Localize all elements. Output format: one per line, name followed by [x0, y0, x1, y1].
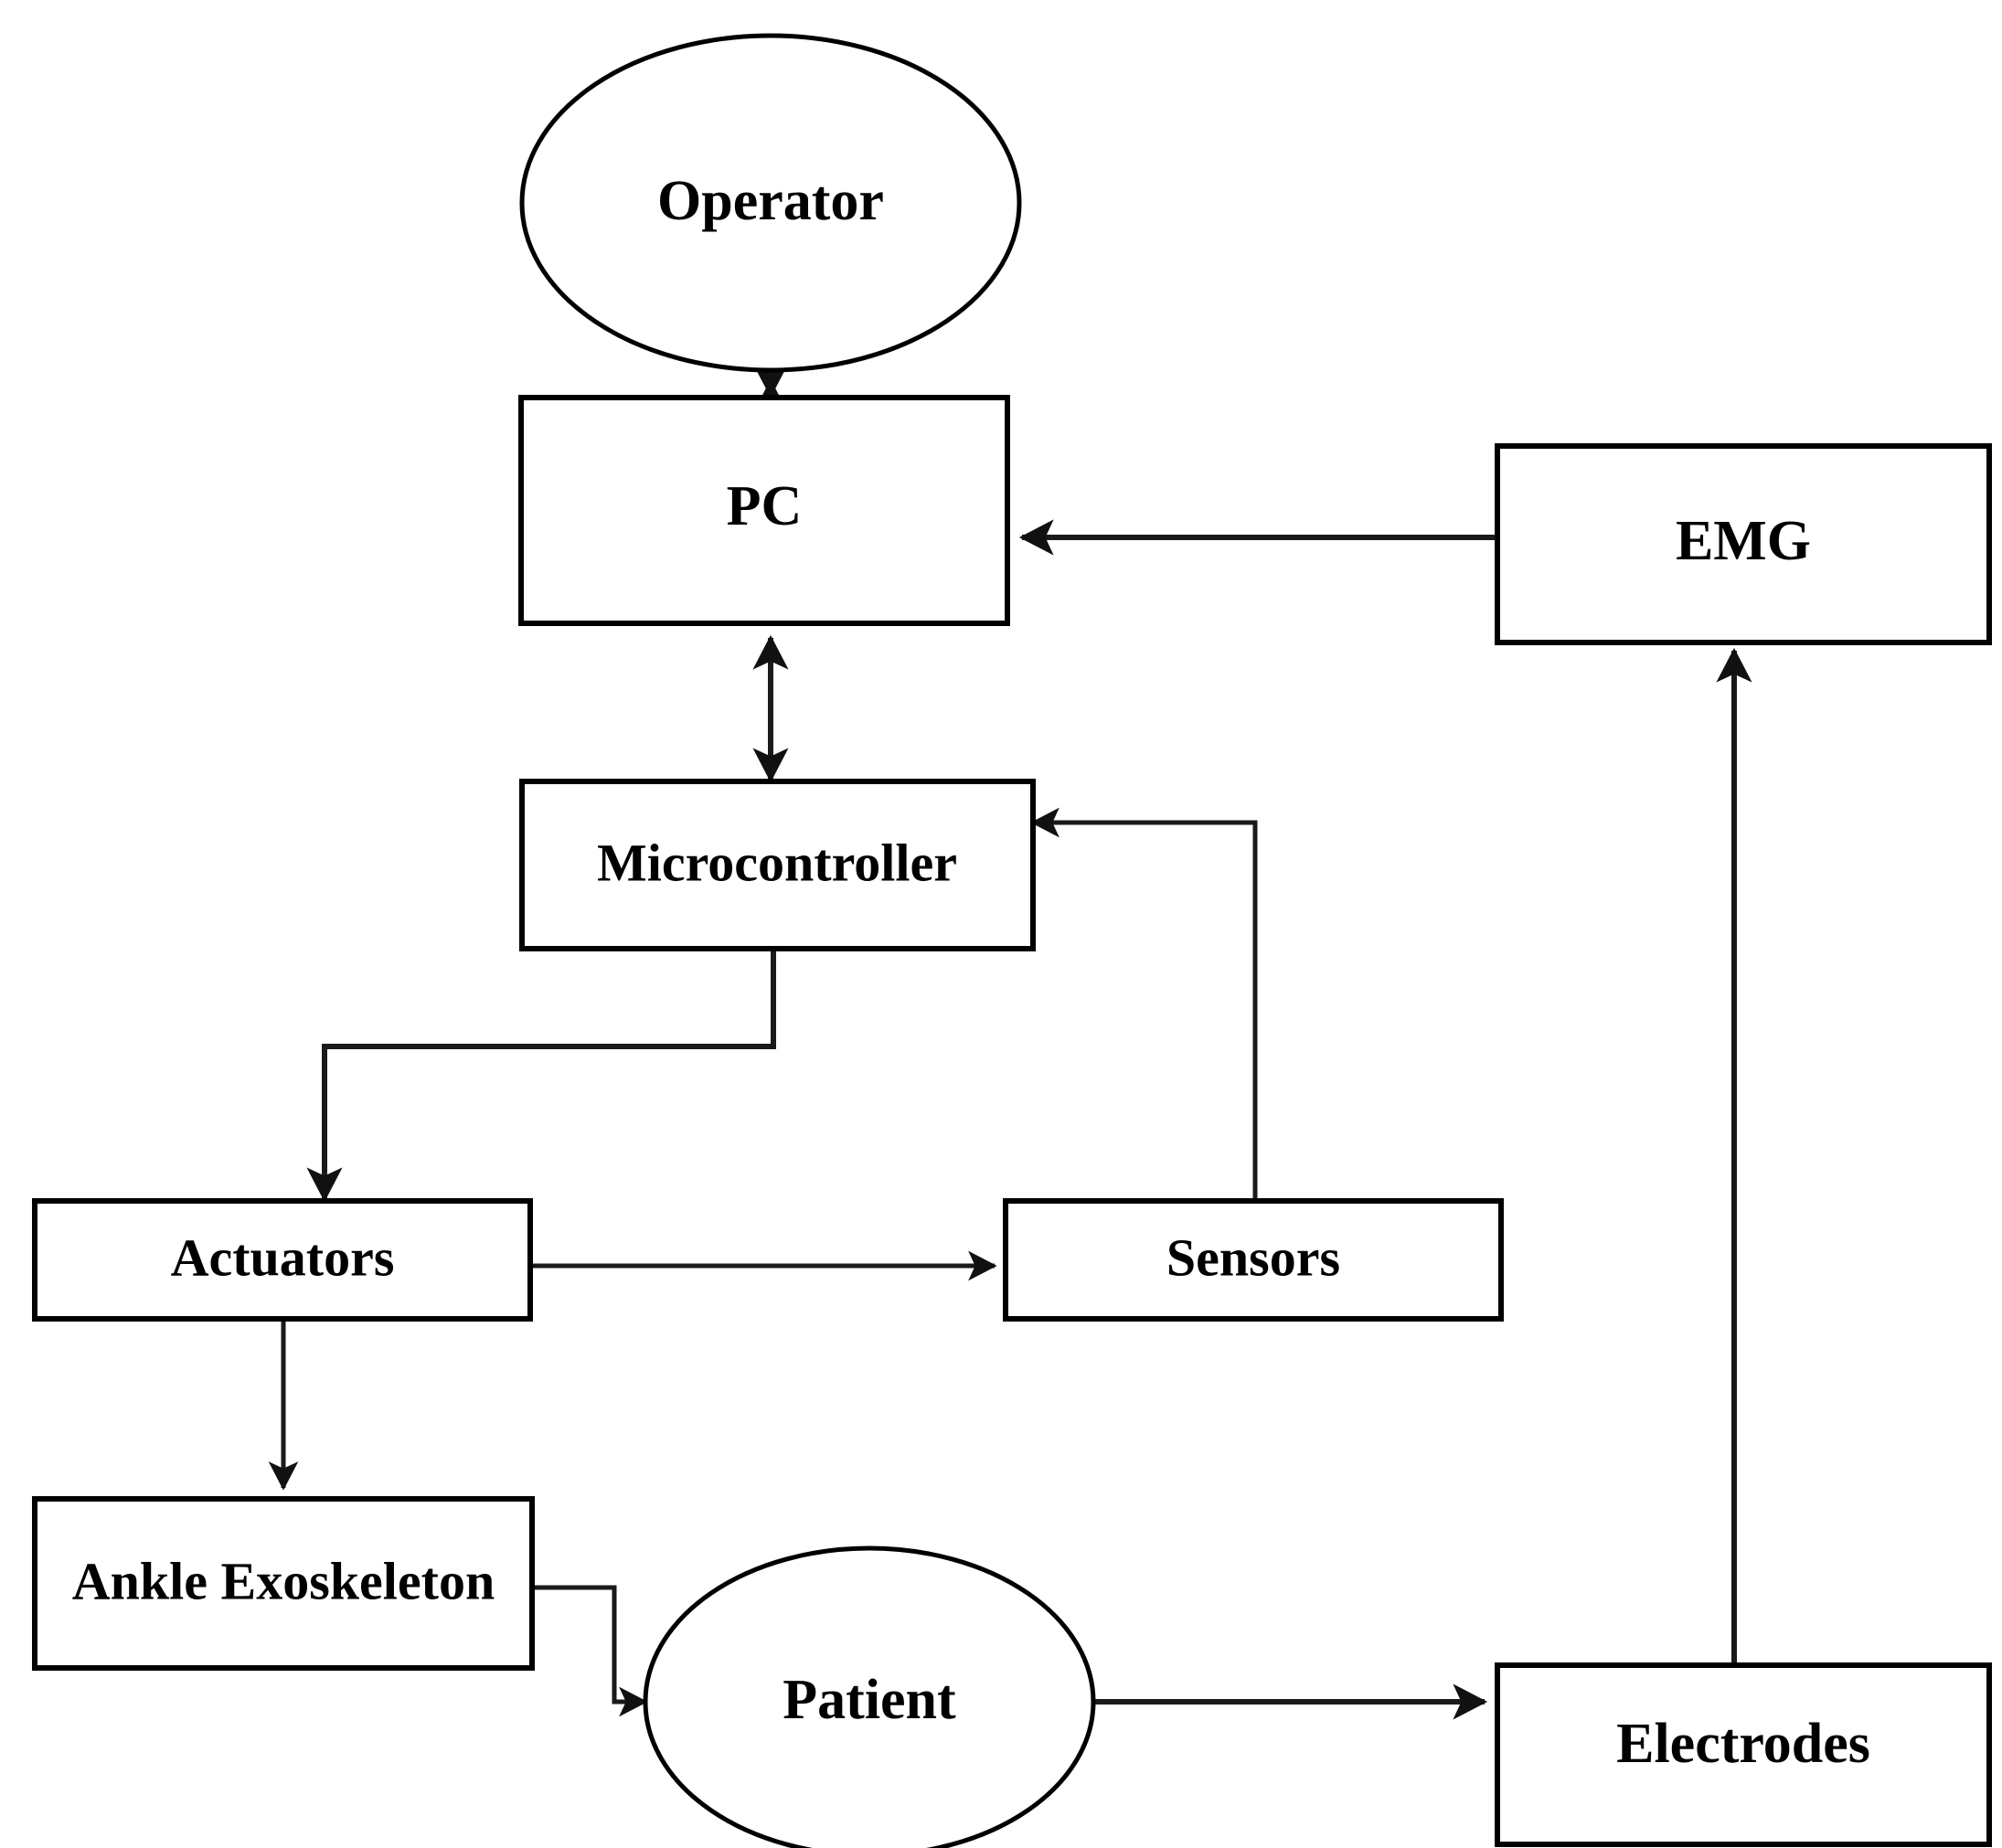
patient-ellipse	[643, 1545, 1096, 1848]
microcontroller-box	[519, 779, 1036, 951]
emg-box	[1495, 443, 1992, 645]
ankle-exoskeleton-box	[32, 1496, 535, 1671]
patient-label: Patient	[783, 1669, 956, 1731]
edge-microcontroller-actuators	[306, 949, 776, 1203]
node-operator[interactable]: Operator	[519, 33, 1022, 373]
node-ankle-exoskeleton[interactable]: Ankle Exoskeleton	[32, 1496, 535, 1671]
sensors-label: Sensors	[1166, 1227, 1340, 1287]
sensors-box	[1003, 1198, 1504, 1322]
actuators-box	[32, 1198, 533, 1322]
microcontroller-label: Microcontroller	[597, 833, 957, 892]
electrodes-label: Electrodes	[1616, 1713, 1870, 1775]
node-patient[interactable]: Patient	[643, 1545, 1096, 1848]
edge-ankle-patient	[532, 1585, 648, 1717]
electrodes-box	[1495, 1662, 1992, 1847]
node-sensors[interactable]: Sensors	[1003, 1198, 1504, 1322]
node-microcontroller[interactable]: Microcontroller	[519, 779, 1036, 951]
emg-label: EMG	[1676, 510, 1811, 572]
node-electrodes[interactable]: Electrodes	[1495, 1662, 1992, 1847]
actuators-label: Actuators	[171, 1227, 395, 1287]
pc-label: PC	[727, 475, 803, 537]
ankle-exoskeleton-label: Ankle Exoskeleton	[72, 1551, 495, 1610]
pc-box	[518, 395, 1010, 626]
operator-label: Operator	[657, 170, 884, 232]
node-actuators[interactable]: Actuators	[32, 1198, 533, 1322]
edge-sensors-microcontroller	[1030, 807, 1258, 1214]
node-emg[interactable]: EMG	[1495, 443, 1992, 645]
node-pc[interactable]: PC	[518, 395, 1010, 626]
operator-ellipse	[519, 33, 1022, 373]
